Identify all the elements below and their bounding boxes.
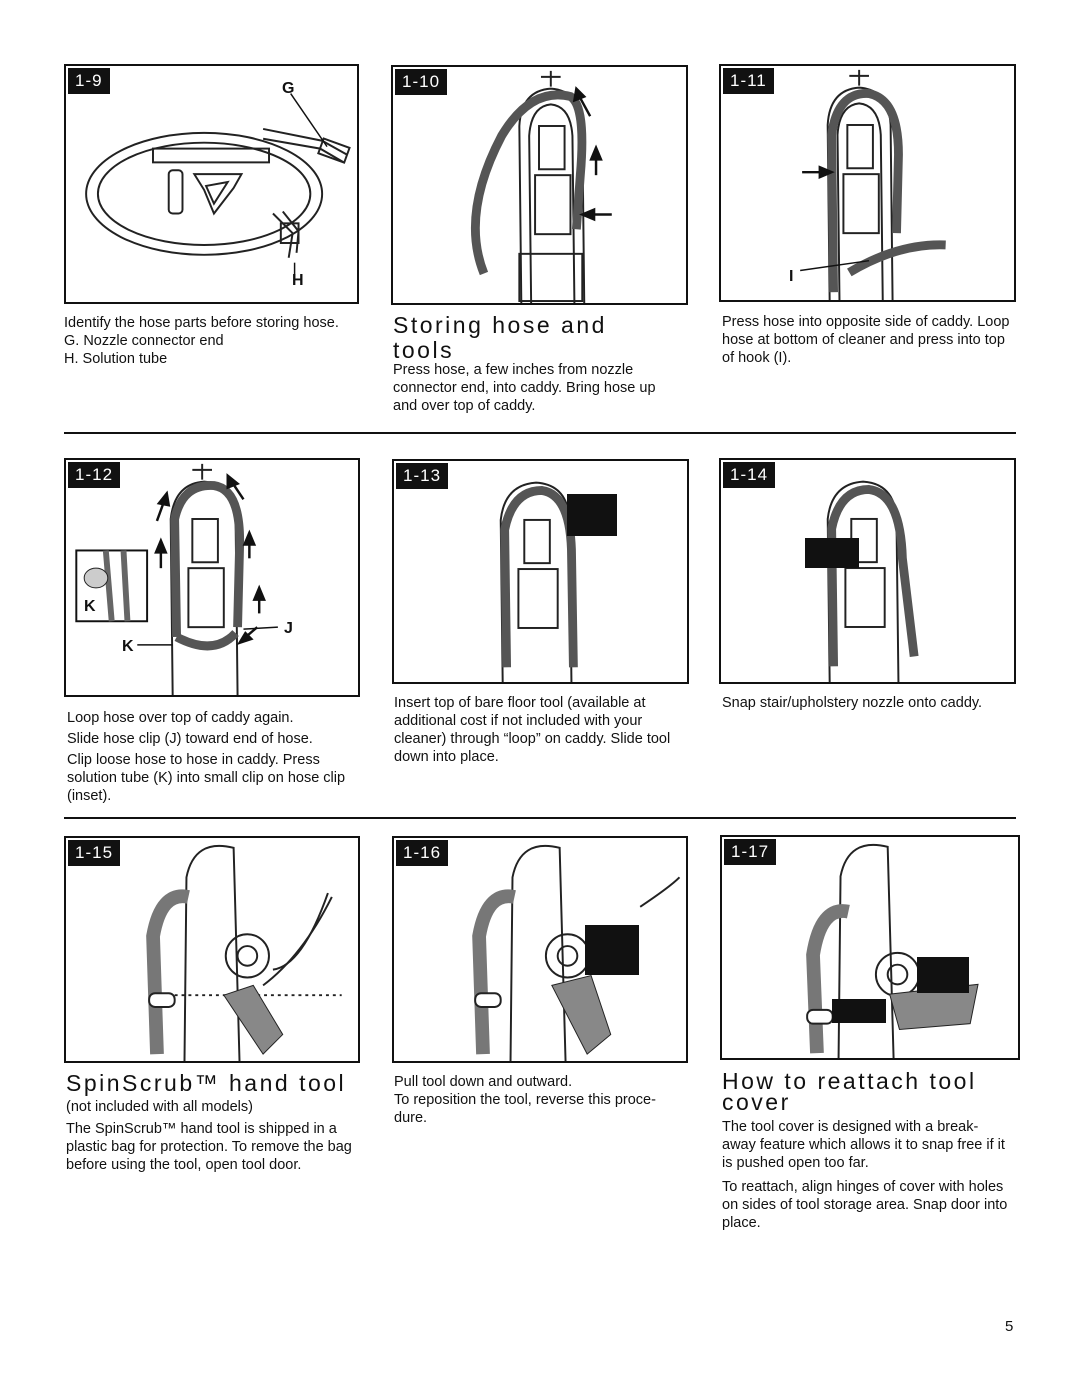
- redacted-block: [585, 925, 639, 975]
- label-g: G: [282, 80, 295, 97]
- caption-text: Insert top of bare floor tool (available…: [394, 695, 671, 765]
- figure-number: 1-10: [395, 69, 448, 95]
- figure-1-10: 1-10: [391, 65, 688, 305]
- caption-1-16: Pull tool down and outward. To repositio…: [394, 1073, 686, 1127]
- caption-text: Clip loose hose to hose in caddy. Press …: [67, 752, 346, 804]
- figure-1-13: 1-13: [392, 459, 689, 684]
- spinscrub-tool-illustration: [146, 844, 342, 1061]
- caption-text: Press hose into opposite side of caddy. …: [722, 314, 1010, 366]
- spinscrub-pull-illustration: [472, 844, 681, 1061]
- figure-number: 1-11: [723, 68, 774, 94]
- figure-number: 1-14: [723, 462, 776, 488]
- bare-floor-tool-illustration: [499, 481, 578, 682]
- caption-subtitle: (not included with all models): [66, 1099, 253, 1115]
- figure-1-15: 1-15: [64, 836, 360, 1063]
- caption-1-13: Insert top of bare floor tool (available…: [394, 694, 686, 766]
- caption-text: Slide hose clip (J) toward end of hose.: [67, 731, 313, 747]
- figure-number: 1-15: [68, 840, 121, 866]
- figure-number: 1-17: [724, 839, 777, 865]
- label-k-inset: K: [84, 598, 96, 615]
- figure-1-12: 1-12 K K J: [64, 458, 360, 697]
- label-k: K: [122, 638, 134, 655]
- figure-number: 1-9: [68, 68, 110, 94]
- caption-1-9: Identify the hose parts before storing h…: [64, 314, 354, 368]
- caption-text: Snap stair/upholstery nozzle onto caddy.: [722, 695, 983, 711]
- caption-text: Loop hose over top of caddy again.: [67, 710, 294, 726]
- section-heading-reattach: How to reattach tool cover: [722, 1068, 977, 1115]
- caption-1-11: Press hose into opposite side of caddy. …: [722, 313, 1012, 367]
- figure-1-17: 1-17: [720, 835, 1020, 1060]
- vacuum-hose-caddy-illustration: [470, 70, 612, 303]
- redacted-block: [805, 538, 859, 568]
- caption-text: G. Nozzle connector end: [64, 333, 224, 349]
- label-i: I: [789, 268, 794, 285]
- redacted-block: [832, 999, 886, 1023]
- tool-cover-illustration: [806, 843, 979, 1058]
- section-divider: [64, 817, 1016, 819]
- figure-1-9: 1-9 G H: [64, 64, 359, 304]
- figure-number: 1-13: [396, 463, 449, 489]
- caption-text: Identify the hose parts before storing h…: [64, 315, 339, 331]
- figure-number: 1-16: [396, 840, 449, 866]
- redacted-block: [917, 957, 969, 993]
- caption-1-10: Press hose, a few inches from nozzle con…: [393, 361, 683, 415]
- figure-1-14: 1-14: [719, 458, 1016, 684]
- label-h: H: [292, 272, 304, 289]
- hose-parts-illustration: [85, 93, 351, 281]
- caption-text: To reattach, align hinges of cover with …: [722, 1179, 1008, 1231]
- hose-clip-illustration: [75, 463, 278, 695]
- section-heading-storing: Storing hose and tools: [393, 312, 607, 363]
- caption-1-17: The tool cover is designed with a break-…: [722, 1118, 1014, 1232]
- caption-text: The SpinScrub™ hand tool is shipped in a…: [66, 1121, 352, 1173]
- vacuum-hose-hook-illustration: [800, 69, 946, 300]
- section-heading-spinscrub: SpinScrub™ hand tool: [66, 1070, 347, 1096]
- caption-text: H. Solution tube: [64, 351, 168, 367]
- figure-1-11: 1-11 I: [719, 64, 1016, 302]
- caption-1-15: (not included with all models) The SpinS…: [66, 1098, 358, 1174]
- caption-text: To reposition the tool, reverse this pro…: [394, 1092, 656, 1126]
- page-number: 5: [1005, 1318, 1014, 1335]
- figure-1-16: 1-16: [392, 836, 688, 1063]
- caption-text: The tool cover is designed with a break-…: [722, 1119, 1005, 1171]
- caption-1-12: Loop hose over top of caddy again. Slide…: [67, 709, 357, 805]
- caption-text: Press hose, a few inches from nozzle con…: [393, 362, 656, 414]
- figure-number: 1-12: [68, 462, 121, 488]
- redacted-block: [567, 494, 617, 536]
- label-j: J: [284, 620, 293, 637]
- caption-text: Pull tool down and outward.: [394, 1074, 573, 1090]
- stair-nozzle-illustration: [826, 480, 919, 682]
- caption-1-14: Snap stair/upholstery nozzle onto caddy.: [722, 694, 1012, 712]
- section-divider: [64, 432, 1016, 434]
